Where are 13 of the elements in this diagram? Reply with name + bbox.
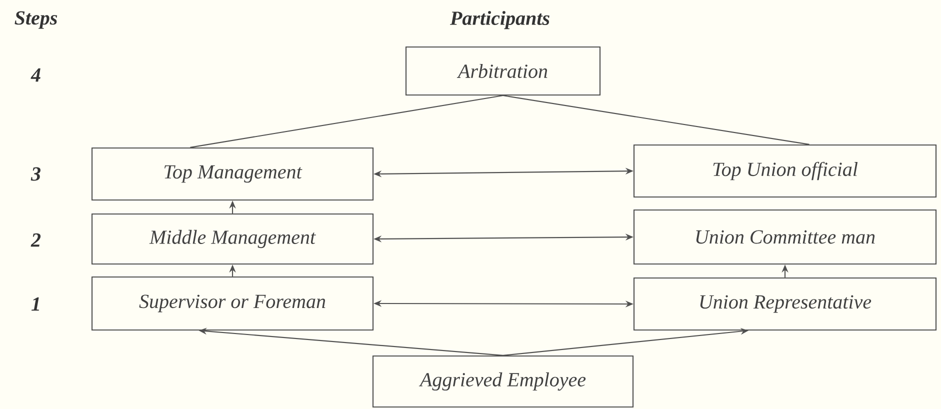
process-box: Union Representative [633,277,937,331]
step-number: 1 [31,297,39,311]
process-box: Top Management [91,147,374,201]
process-box: Top Union official [633,144,937,198]
column-heading: Steps [14,11,58,29]
step-number: 4 [30,68,40,82]
process-box: Aggrieved Employee [372,355,634,408]
process-box: Middle Management [91,213,374,265]
process-box: Supervisor or Foreman [91,276,374,331]
step-number: 3 [30,167,40,181]
step-number: 2 [30,233,41,247]
process-box: Arbitration [405,46,601,96]
process-box: Union Committee man [633,209,937,265]
